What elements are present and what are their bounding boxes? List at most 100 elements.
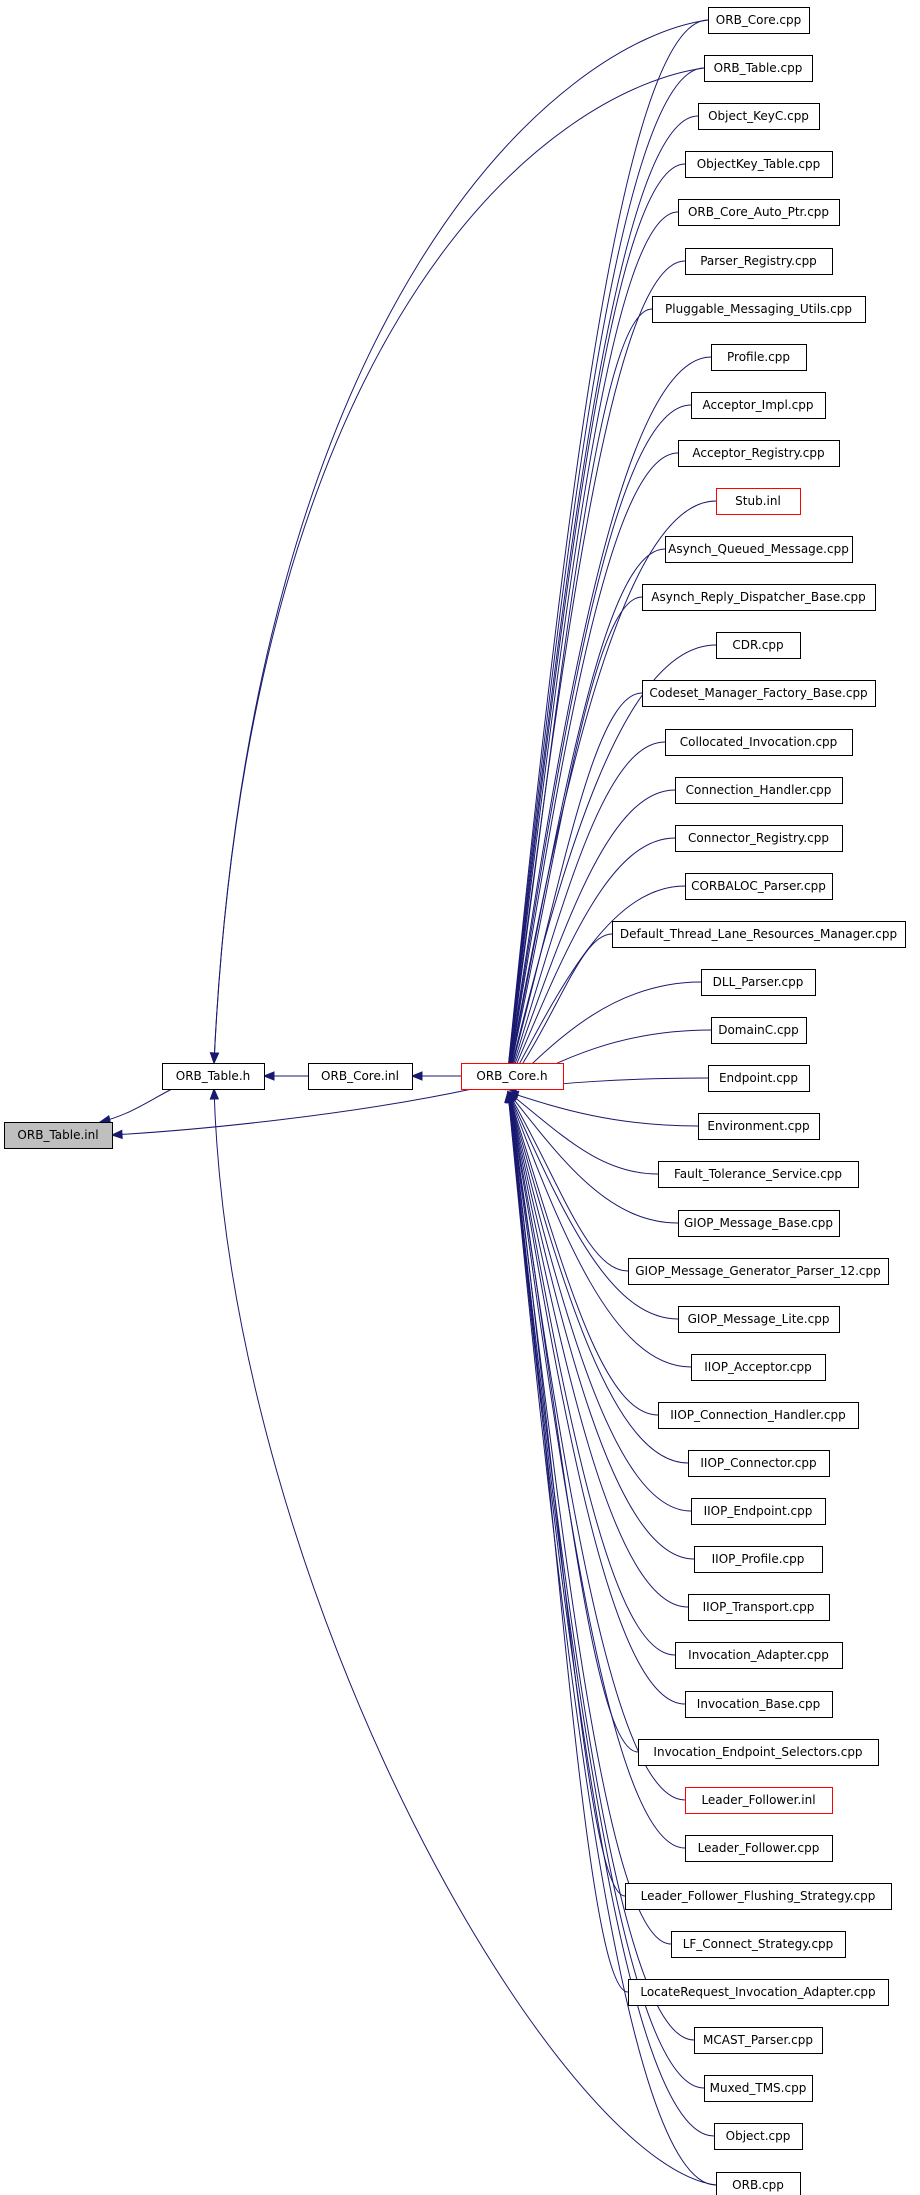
node-acceptor-impl-cpp[interactable]: Acceptor_Impl.cpp: [691, 392, 826, 419]
node-giop-message-lite-cpp[interactable]: GIOP_Message_Lite.cpp: [678, 1306, 840, 1333]
node-label: Acceptor_Registry.cpp: [692, 446, 824, 460]
node-iiop-connector-cpp[interactable]: IIOP_Connector.cpp: [688, 1450, 830, 1477]
edge-giop-message-generator-parser-12-cpp-to-orb-core-h: [507, 1091, 629, 1272]
node-label: ORB_Table.h: [176, 1069, 250, 1083]
edge-orb-cpp-to-orb-table-h: [213, 1088, 717, 2186]
node-invocation-adapter-cpp[interactable]: Invocation_Adapter.cpp: [675, 1642, 843, 1669]
node-orb-core-cpp[interactable]: ORB_Core.cpp: [708, 7, 810, 34]
node-profile-cpp[interactable]: Profile.cpp: [711, 344, 807, 371]
node-object-cpp[interactable]: Object.cpp: [714, 2123, 803, 2150]
node-object-keyc-cpp[interactable]: Object_KeyC.cpp: [698, 103, 820, 130]
node-orb-cpp[interactable]: ORB.cpp: [716, 2172, 801, 2195]
node-box: [714, 2123, 803, 2150]
edge-giop-message-base-cpp-to-orb-core-h: [507, 1091, 679, 1224]
node-box: [642, 680, 876, 707]
node-orb-table-h[interactable]: ORB_Table.h: [162, 1063, 265, 1090]
node-invocation-endpoint-selectors-cpp[interactable]: Invocation_Endpoint_Selectors.cpp: [638, 1739, 879, 1766]
node-label: Stub.inl: [735, 494, 781, 508]
node-orb-table-cpp[interactable]: ORB_Table.cpp: [704, 55, 813, 82]
edge-object-cpp-to-orb-core-h: [507, 1091, 715, 2137]
node-connection-handler-cpp[interactable]: Connection_Handler.cpp: [675, 777, 843, 804]
node-box: [658, 1161, 859, 1188]
node-label: IIOP_Connection_Handler.cpp: [670, 1408, 845, 1422]
edge-leader-follower-cpp-to-orb-core-h: [507, 1091, 686, 1849]
node-asynch-queued-message-cpp[interactable]: Asynch_Queued_Message.cpp: [665, 536, 853, 563]
node-locaterequest-invocation-adapter-cpp[interactable]: LocateRequest_Invocation_Adapter.cpp: [628, 1979, 889, 2006]
node-label: MCAST_Parser.cpp: [703, 2033, 813, 2047]
node-domainc-cpp[interactable]: DomainC.cpp: [711, 1017, 807, 1044]
node-box: [675, 1642, 843, 1669]
node-box: [701, 969, 816, 996]
node-collocated-invocation-cpp[interactable]: Collocated_Invocation.cpp: [665, 729, 853, 756]
node-default-thread-lane-resources-manager-cpp[interactable]: Default_Thread_Lane_Resources_Manager.cp…: [612, 921, 906, 948]
node-box: [678, 1210, 840, 1237]
node-invocation-base-cpp[interactable]: Invocation_Base.cpp: [685, 1691, 833, 1718]
node-environment-cpp[interactable]: Environment.cpp: [698, 1113, 820, 1140]
node-corbaloc-parser-cpp[interactable]: CORBALOC_Parser.cpp: [685, 873, 833, 900]
node-leader-follower-flushing-strategy-cpp[interactable]: Leader_Follower_Flushing_Strategy.cpp: [625, 1883, 892, 1910]
node-box: [461, 1063, 564, 1090]
node-stub-inl[interactable]: Stub.inl: [716, 488, 801, 515]
node-label: Invocation_Endpoint_Selectors.cpp: [653, 1745, 862, 1759]
node-giop-message-base-cpp[interactable]: GIOP_Message_Base.cpp: [678, 1210, 840, 1237]
node-label: Pluggable_Messaging_Utils.cpp: [665, 302, 852, 316]
node-objectkey-table-cpp[interactable]: ObjectKey_Table.cpp: [685, 151, 833, 178]
node-codeset-manager-factory-base-cpp[interactable]: Codeset_Manager_Factory_Base.cpp: [642, 680, 876, 707]
node-label: Connection_Handler.cpp: [686, 783, 832, 797]
node-fault-tolerance-service-cpp[interactable]: Fault_Tolerance_Service.cpp: [658, 1161, 859, 1188]
edge-acceptor-impl-cpp-to-orb-core-h: [505, 404, 692, 1090]
node-asynch-reply-dispatcher-base-cpp[interactable]: Asynch_Reply_Dispatcher_Base.cpp: [642, 584, 876, 611]
node-muxed-tms-cpp[interactable]: Muxed_TMS.cpp: [704, 2075, 813, 2102]
node-label: Leader_Follower.cpp: [698, 1841, 820, 1855]
node-label: GIOP_Message_Lite.cpp: [688, 1312, 830, 1326]
edge-iiop-profile-cpp-to-orb-core-h: [507, 1091, 695, 1560]
node-label: ORB_Core_Auto_Ptr.cpp: [688, 205, 829, 219]
node-label: ORB_Core.inl: [321, 1069, 399, 1083]
node-label: IIOP_Transport.cpp: [703, 1600, 815, 1614]
node-box: [678, 199, 840, 226]
node-orb-core-h[interactable]: ORB_Core.h: [461, 1063, 564, 1090]
edge-orb-table-h-to-orb-table-inl: [99, 1088, 173, 1123]
node-acceptor-registry-cpp[interactable]: Acceptor_Registry.cpp: [678, 440, 840, 467]
edge-orb-core-h-to-orb-table-inl: [111, 1088, 473, 1136]
node-box: [308, 1063, 413, 1090]
node-box: [704, 2075, 813, 2102]
node-iiop-transport-cpp[interactable]: IIOP_Transport.cpp: [688, 1594, 830, 1621]
node-box: [691, 392, 826, 419]
node-box: [708, 7, 810, 34]
node-box: [652, 296, 866, 323]
edge-environment-cpp-to-orb-core-h: [507, 1091, 699, 1127]
edge-iiop-acceptor-cpp-to-orb-core-h: [507, 1091, 692, 1368]
node-iiop-connection-handler-cpp[interactable]: IIOP_Connection_Handler.cpp: [658, 1402, 859, 1429]
node-leader-follower-cpp[interactable]: Leader_Follower.cpp: [685, 1835, 833, 1862]
node-iiop-endpoint-cpp[interactable]: IIOP_Endpoint.cpp: [691, 1498, 826, 1525]
node-mcast-parser-cpp[interactable]: MCAST_Parser.cpp: [694, 2027, 823, 2054]
edge-orb-cpp-to-orb-core-h: [507, 1091, 717, 2186]
edge-orb-table-cpp-to-orb-table-h-arrowhead: [209, 1052, 220, 1065]
node-box: [678, 440, 840, 467]
node-endpoint-cpp[interactable]: Endpoint.cpp: [708, 1065, 810, 1092]
node-connector-registry-cpp[interactable]: Connector_Registry.cpp: [675, 825, 843, 852]
node-orb-table-inl[interactable]: ORB_Table.inl: [4, 1122, 113, 1149]
node-parser-registry-cpp[interactable]: Parser_Registry.cpp: [685, 248, 833, 275]
node-iiop-profile-cpp[interactable]: IIOP_Profile.cpp: [694, 1546, 823, 1573]
node-dll-parser-cpp[interactable]: DLL_Parser.cpp: [701, 969, 816, 996]
node-pluggable-messaging-utils-cpp[interactable]: Pluggable_Messaging_Utils.cpp: [652, 296, 866, 323]
node-orb-core-inl[interactable]: ORB_Core.inl: [308, 1063, 413, 1090]
node-box: [698, 103, 820, 130]
node-label: Endpoint.cpp: [719, 1071, 798, 1085]
node-box: [704, 55, 813, 82]
node-lf-connect-strategy-cpp[interactable]: LF_Connect_Strategy.cpp: [671, 1931, 846, 1958]
node-cdr-cpp[interactable]: CDR.cpp: [716, 632, 801, 659]
node-label: IIOP_Profile.cpp: [712, 1552, 805, 1566]
node-leader-follower-inl[interactable]: Leader_Follower.inl: [685, 1787, 833, 1814]
node-label: IIOP_Acceptor.cpp: [704, 1360, 811, 1374]
edge-invocation-base-cpp-to-orb-core-h: [507, 1091, 686, 1705]
node-orb-core-auto-ptr-cpp[interactable]: ORB_Core_Auto_Ptr.cpp: [678, 199, 840, 226]
node-iiop-acceptor-cpp[interactable]: IIOP_Acceptor.cpp: [691, 1354, 826, 1381]
node-label: IIOP_Endpoint.cpp: [704, 1504, 813, 1518]
node-box: [665, 729, 853, 756]
edge-orb-core-auto-ptr-cpp-to-orb-core-h: [505, 211, 679, 1090]
node-giop-message-generator-parser-12-cpp[interactable]: GIOP_Message_Generator_Parser_12.cpp: [628, 1258, 889, 1285]
node-box: [716, 2172, 801, 2195]
